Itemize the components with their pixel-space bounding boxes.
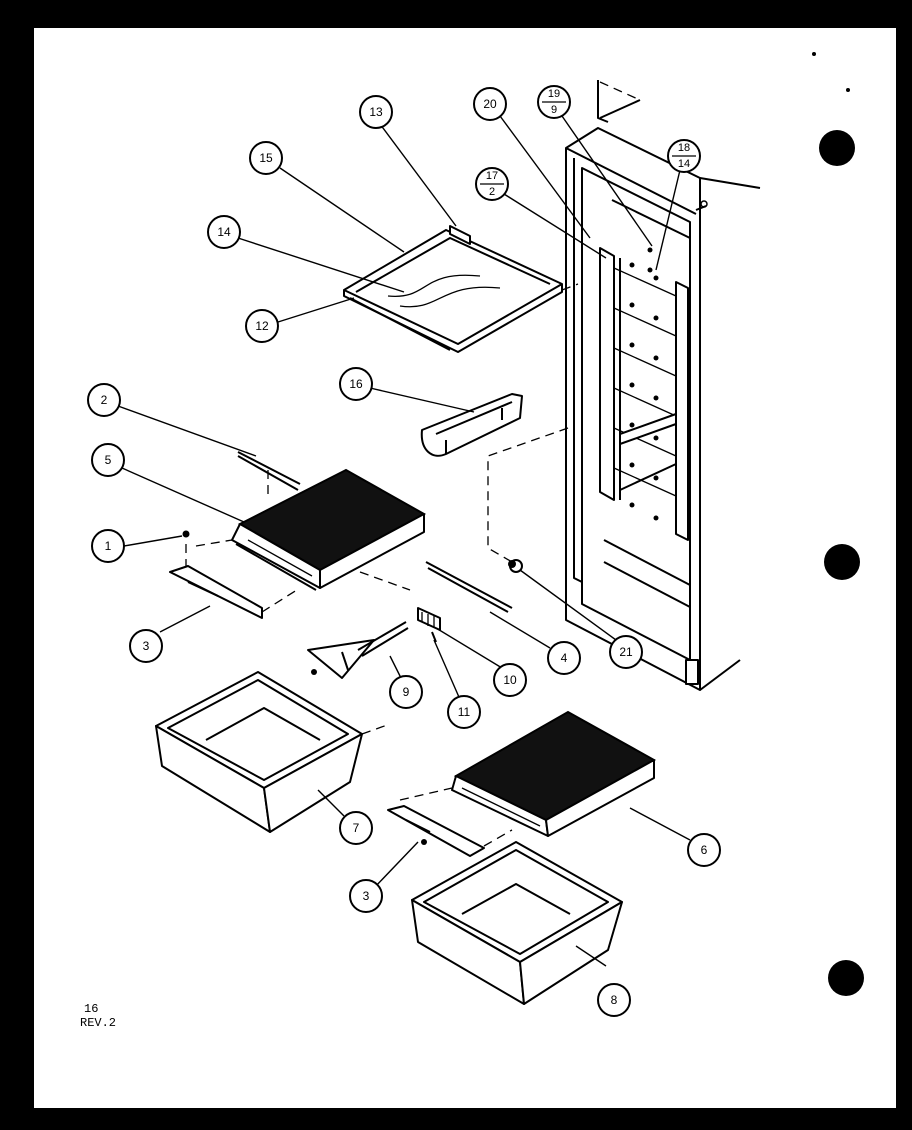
callout-5: 5 [91, 443, 125, 477]
crisper-drawer-part-8 [411, 841, 623, 1005]
callout-13: 13 [359, 95, 393, 129]
callout-4-label: 4 [561, 651, 568, 665]
upper-crisper-cover-part-5 [169, 451, 427, 619]
callout-7-label: 7 [353, 821, 360, 835]
callout-5-label: 5 [105, 453, 112, 467]
callout-10: 10 [493, 663, 527, 697]
callout-12-label: 12 [255, 319, 269, 333]
callout-14: 14 [207, 215, 241, 249]
callout-11-label: 11 [458, 705, 471, 719]
glass-shelf-assembly [343, 225, 579, 353]
callout-17-top: 17 [486, 170, 498, 182]
callout-19-9: 19 9 [537, 85, 571, 119]
callout-3-upper-label: 3 [143, 639, 150, 653]
crisper-drawer-part-7 [155, 671, 391, 833]
callout-8-label: 8 [611, 993, 618, 1007]
callout-19-top: 19 [548, 88, 560, 100]
callout-7: 7 [339, 811, 373, 845]
callout-21: 21 [609, 635, 643, 669]
binder-hole [828, 960, 864, 996]
refrigerator-cabinet [565, 80, 761, 691]
callout-1-label: 1 [105, 539, 112, 553]
callout-4: 4 [547, 641, 581, 675]
side-rail-part-4 [425, 561, 513, 613]
callout-15: 15 [249, 141, 283, 175]
callout-14-label: 14 [217, 225, 231, 239]
callout-19-bottom: 9 [551, 104, 557, 116]
callout-18-top: 18 [678, 142, 690, 154]
revision-label: REV.2 [80, 1016, 116, 1030]
callout-21-label: 21 [619, 645, 633, 659]
callout-6: 6 [687, 833, 721, 867]
callout-9-label: 9 [403, 685, 410, 699]
callout-16: 16 [339, 367, 373, 401]
callout-11: 11 [447, 695, 481, 729]
callout-2-label: 2 [101, 393, 108, 407]
callout-16-label: 16 [349, 377, 363, 391]
shelf-bracket-part-16 [420, 393, 523, 457]
callout-9: 9 [389, 675, 423, 709]
air-diverter-part-9 [307, 621, 409, 679]
binder-hole [824, 544, 860, 580]
control-knob-part-21 [487, 427, 569, 573]
callout-1: 1 [91, 529, 125, 563]
callout-3-upper: 3 [129, 629, 163, 663]
callout-13-label: 13 [369, 105, 383, 119]
callout-3-lower: 3 [349, 879, 383, 913]
callout-2: 2 [87, 383, 121, 417]
callout-12: 12 [245, 309, 279, 343]
callout-20: 20 [473, 87, 507, 121]
leader-lines [117, 115, 691, 967]
binder-hole [819, 130, 855, 166]
callout-18-14: 18 14 [667, 139, 701, 173]
callout-18-bottom: 14 [678, 158, 690, 170]
scan-border [33, 1110, 897, 1116]
callout-3-lower-label: 3 [363, 889, 370, 903]
callout-17-bottom: 2 [489, 186, 495, 198]
callout-6-label: 6 [701, 843, 708, 857]
page-number: 16 [84, 1002, 98, 1016]
callout-15-label: 15 [259, 151, 273, 165]
callout-17-2: 17 2 [475, 167, 509, 201]
lower-crisper-cover-part-6 [387, 710, 657, 857]
callout-10-label: 10 [503, 673, 517, 687]
callout-8: 8 [597, 983, 631, 1017]
callout-20-label: 20 [483, 97, 497, 111]
